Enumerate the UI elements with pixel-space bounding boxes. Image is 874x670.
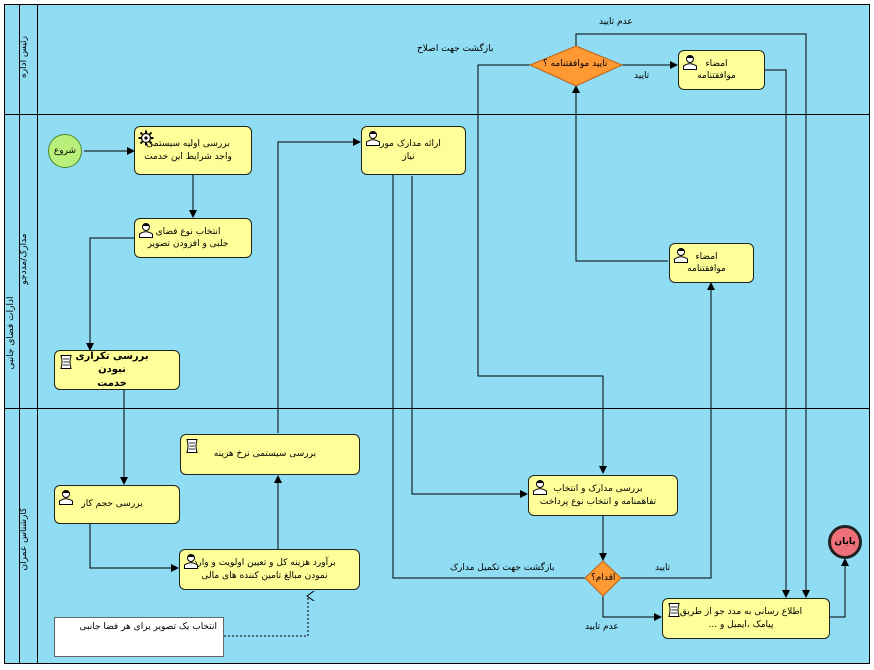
gateway-agreement-approval [528,45,624,87]
flow-label-not-approved-bottom: عدم تایید [585,622,619,632]
lane-divider [4,408,870,409]
task-text: پیامک ،ایمیل و ... [708,619,774,630]
task-work-volume[interactable]: بررسی حجم کار [54,485,180,524]
user-icon [184,554,198,569]
user-icon [533,480,547,495]
flow-submit-to-review [411,176,528,498]
gateway-action-label: اقدام؟ [591,573,616,583]
gear-icon [138,130,154,146]
annotation-association [224,596,308,637]
task-text: نیاز [402,151,415,162]
flow-director-to-notify [765,69,790,598]
script-icon [60,355,72,369]
gateway-action [584,560,622,597]
user-icon [683,55,697,70]
task-text: برآورد هزینه کل و تعیین اولویت و وارد [193,558,336,569]
text-annotation[interactable]: انتخاب یک تصویر برای هر فضا جانبی [54,617,224,657]
task-text: بررسی حجم کار [81,499,143,510]
task-cost-rate[interactable]: بررسی سیستمی نرخ هزینه [180,434,360,475]
task-text: جلبی و افزودن تصویر [147,239,229,249]
script-icon [186,439,198,453]
task-text: بررسی سیستمی نرخ هزینه [213,449,317,460]
task-text: بررسی مدارک و انتخاب [553,484,643,495]
task-text: نمودن مبالغ تامین کننده های مالی [201,570,328,581]
task-text: امضاء [705,58,728,69]
task-director-sign[interactable]: امضاء موافقتنامه [678,50,765,90]
task-sign-agreement[interactable]: امضاء موافقتنامه [669,243,754,283]
user-icon [59,490,73,505]
lane-header [20,114,38,408]
task-text: ارائه مدارک مورد [376,139,441,150]
user-icon [674,248,688,263]
task-text: واجد شرایط این خدمت [144,151,232,162]
pool-header [4,4,20,664]
flow-notify-to-end [830,558,849,618]
task-select-space[interactable]: انتخاب نوع فضای جلبی و افزودن تصویر [134,218,252,258]
flow-gateway-not-approved [575,33,810,598]
user-icon [366,131,380,146]
task-text: امضاء [695,251,718,262]
flow-action-approved [621,282,715,579]
task-text: اطلاع رسانی به مدد جو از طریق [679,607,803,618]
lane-divider [4,114,870,115]
lane-header [20,408,38,664]
flow-label-return-docs: بازگشت جهت تکمیل مدارک [450,563,555,573]
flow-label-not-approved-top: عدم تایید [599,17,633,27]
task-text: بررسی اولیه سیستمی [146,139,230,150]
task-text: موافقتنامه [687,264,726,274]
task-text: انتخاب نوع فضای [155,226,221,237]
task-text: بررسی تکراری نبودن [75,350,149,376]
task-text: خدمت [97,377,127,389]
flow-select-to-duplicate [86,237,134,351]
flow-label-approved-bottom: تایید [655,563,671,573]
task-text: موافقتنامه [697,71,736,81]
flow-sign-to-gateway [572,85,668,262]
flow-label-approved-top: تایید [634,71,650,81]
start-event[interactable]: شروع [48,134,82,168]
task-text: تفاهمنامه و انتخاب نوع پرداخت [539,496,657,507]
script-icon [668,603,680,617]
flow-volume-to-estimate [89,524,179,572]
flow-label-return-fix: بازگشت جهت اصلاح [417,44,494,54]
gateway-agreement-label: تایید موافقتنامه ؟ [543,59,608,69]
flow-action-not-approved [602,596,662,621]
lane-header [20,4,38,114]
end-event[interactable]: پایان [828,525,862,559]
flow-rate-to-submit [277,138,361,433]
user-icon [139,223,153,238]
flow-gateway-return [477,64,607,474]
